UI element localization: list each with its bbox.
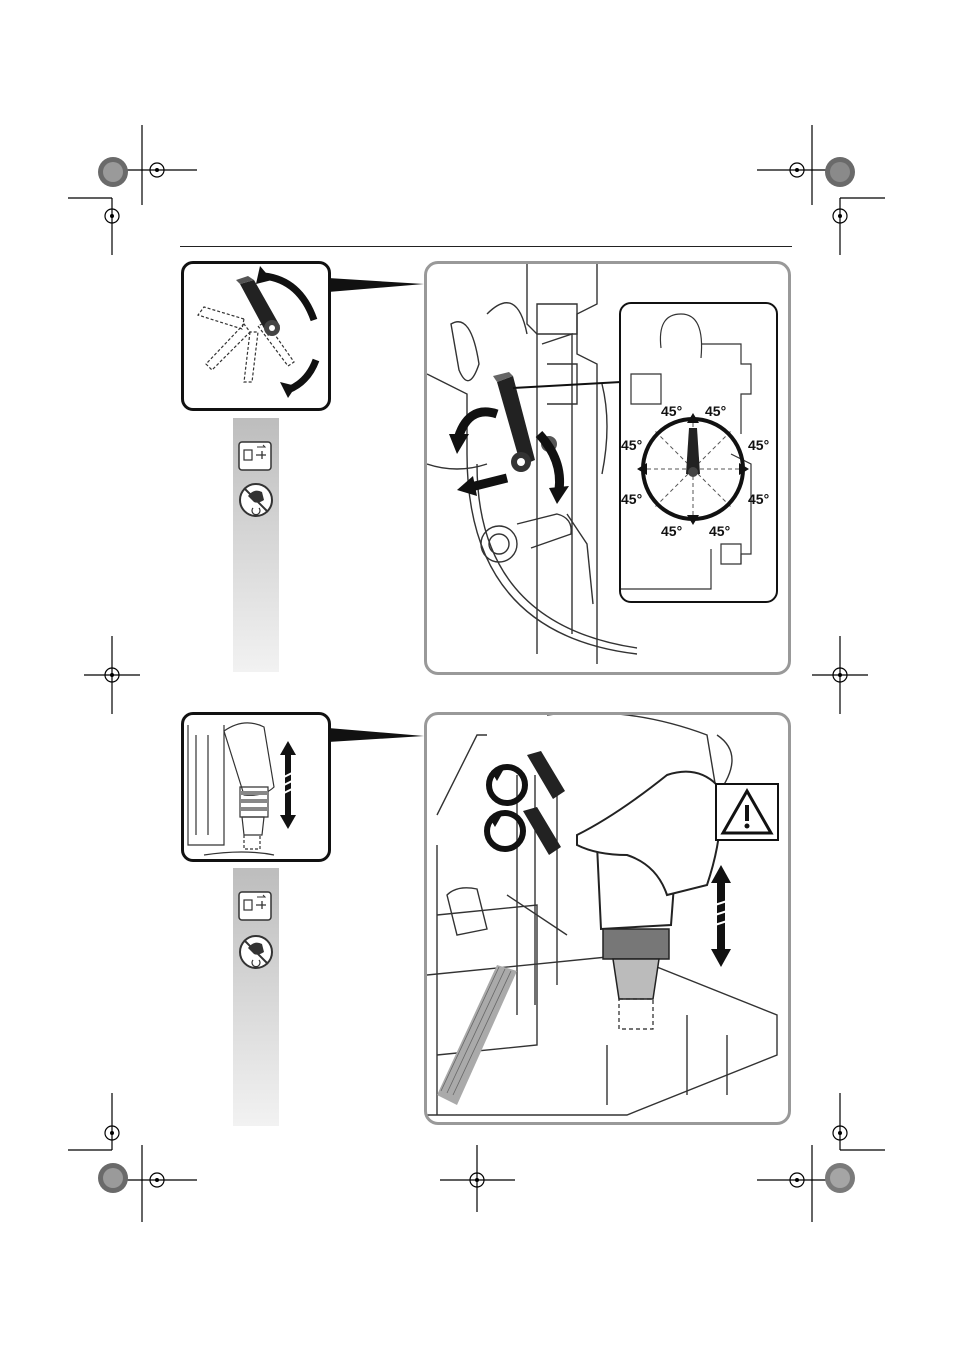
thumbnail-vertical-motion — [181, 712, 331, 862]
figure2-main-panel — [424, 712, 791, 1125]
warning-triangle-icon — [715, 783, 779, 841]
